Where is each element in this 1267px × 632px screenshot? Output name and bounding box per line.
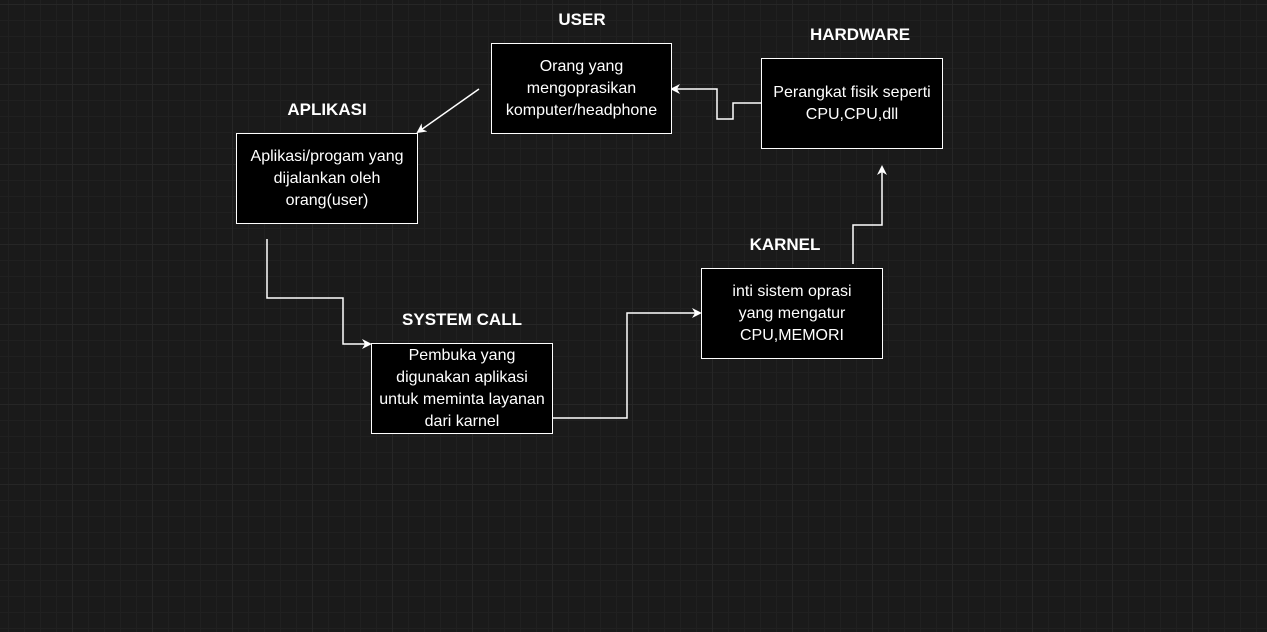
user-node-text: Orang yang mengoprasikan komputer/headph…	[505, 57, 658, 119]
hardware-title: HARDWARE	[809, 25, 911, 44]
connector-hardware-to-user[interactable]	[670, 84, 761, 120]
hardware-node-text: Perangkat fisik seperti CPU,CPU,dll	[773, 83, 931, 123]
user-node[interactable]: Orang yang mengoprasikan komputer/headph…	[491, 43, 672, 134]
system-call-title: SYSTEM CALL	[402, 310, 522, 329]
system-call-node[interactable]: Pembuka yang digunakan aplikasi untuk me…	[371, 343, 553, 434]
connector-aplikasi-to-system-call[interactable]	[266, 239, 372, 349]
connector-system-call-to-karnel[interactable]	[553, 308, 702, 419]
karnel-title: KARNEL	[749, 235, 821, 254]
system-call-node-text: Pembuka yang digunakan aplikasi untuk me…	[379, 346, 545, 430]
connector-user-to-aplikasi[interactable]	[416, 88, 480, 134]
connector-karnel-to-hardware[interactable]	[852, 165, 887, 264]
karnel-node[interactable]: inti sistem oprasi yang mengatur CPU,MEM…	[701, 268, 883, 359]
aplikasi-node[interactable]: Aplikasi/progam yang dijalankan oleh ora…	[236, 133, 418, 224]
hardware-node[interactable]: Perangkat fisik seperti CPU,CPU,dll	[761, 58, 943, 149]
karnel-node-text: inti sistem oprasi yang mengatur CPU,MEM…	[732, 282, 852, 344]
aplikasi-node-text: Aplikasi/progam yang dijalankan oleh ora…	[250, 147, 404, 209]
aplikasi-title: APLIKASI	[287, 100, 367, 119]
user-title: USER	[558, 10, 606, 29]
